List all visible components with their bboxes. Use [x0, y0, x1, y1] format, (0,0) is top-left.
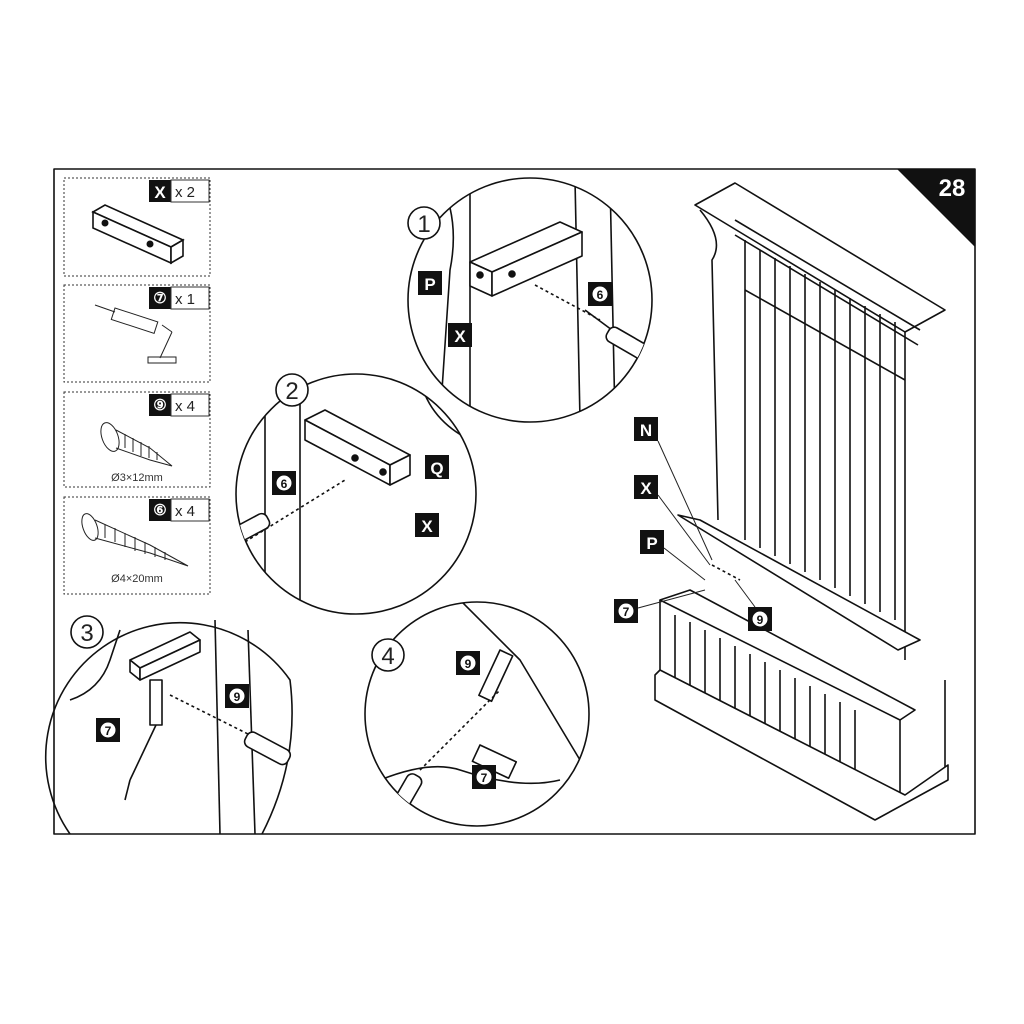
step-number: 4 [381, 643, 394, 670]
part-label-x: X [640, 479, 652, 498]
screwdriver-icon [243, 731, 292, 766]
part-label-7: 7 [481, 771, 488, 785]
part-label: X [154, 183, 166, 202]
part-qty: x 1 [175, 291, 195, 308]
part-label-7: 7 [623, 605, 630, 619]
part-label-x: X [421, 517, 433, 536]
part-size: Ø3×12mm [111, 472, 163, 484]
part-label: ⑦ [153, 290, 166, 307]
gas-strut-icon [94, 304, 177, 364]
step-number-badge [70, 615, 104, 649]
wood-block-icon [91, 204, 185, 265]
page-number-tab: 28 [897, 169, 975, 247]
part-label-9: 9 [465, 657, 472, 671]
step-1-detail: 1 P X 6 [407, 177, 653, 423]
parts-list: X x 2 ⑦ x 1 ⑨ x 4 Ø3×12mm ⑥ x 4 Ø4×20mm [63, 177, 211, 595]
part-qty: x 4 [175, 503, 195, 520]
screwdriver-icon [236, 512, 271, 548]
part-x-box: X x 2 [63, 177, 211, 277]
part-qty: x 4 [175, 398, 195, 415]
screwdriver-icon [584, 309, 652, 363]
part-7-box: ⑦ x 1 [63, 284, 211, 383]
part-label-9: 9 [234, 690, 241, 704]
part-label-q: Q [430, 459, 443, 478]
part-9-box: ⑨ x 4 Ø3×12mm [63, 391, 211, 488]
part-label-p: P [424, 275, 435, 294]
page-number: 28 [939, 175, 966, 202]
step-3-detail: 3 9 7 [44, 615, 293, 835]
part-qty: x 2 [175, 184, 195, 201]
part-label-p: P [646, 534, 657, 553]
screwdriver-icon [386, 773, 423, 822]
step-number-badge [407, 206, 441, 240]
screw-icon [100, 422, 173, 467]
part-6-box: ⑥ x 4 Ø4×20mm [63, 496, 211, 595]
step-4-detail: 4 9 7 [364, 601, 590, 827]
step-number: 2 [285, 378, 298, 405]
part-label-6: 6 [597, 288, 604, 302]
part-label-9: 9 [757, 613, 764, 627]
step-number: 3 [80, 620, 93, 647]
part-label-x: X [454, 327, 466, 346]
part-label-n: N [640, 421, 652, 440]
part-size: Ø4×20mm [111, 573, 163, 585]
screw-icon [81, 513, 189, 567]
part-label: ⑨ [153, 397, 166, 414]
page-frame [53, 168, 976, 835]
part-label-6: 6 [281, 477, 288, 491]
step-number-badge [275, 373, 309, 407]
hall-tree-overview: N X P 7 9 [614, 182, 949, 821]
step-2-detail: 2 Q X 6 [235, 373, 477, 615]
step-number-badge [371, 638, 405, 672]
part-label-7: 7 [105, 724, 112, 738]
step-number: 1 [417, 211, 430, 238]
part-label: ⑥ [153, 502, 166, 519]
